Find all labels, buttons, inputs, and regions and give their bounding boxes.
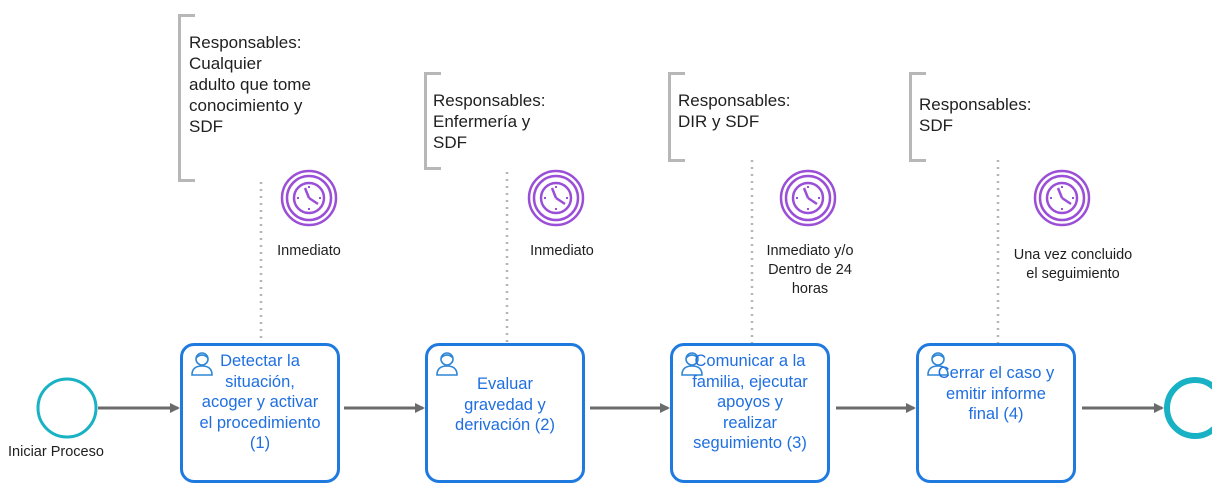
process-diagram (36, 160, 1212, 439)
responsables-annotation-4: Responsables: SDF (919, 95, 1032, 135)
responsables-annotation-2: Responsables: Enfermería y SDF (433, 91, 546, 152)
responsables-annotation-3: Responsables: DIR y SDF (678, 91, 791, 131)
task-1[interactable]: Detectar la situación, acoger y activar … (180, 343, 340, 483)
annotation-bracket-4 (909, 72, 926, 162)
timer-label-1: Inmediato (277, 243, 341, 259)
clock-icon (791, 181, 825, 215)
timer-event-1[interactable] (280, 169, 338, 227)
end-event[interactable] (1164, 377, 1212, 439)
task-label-2: Evaluar gravedad y derivación (2) (455, 375, 555, 434)
task-label-1: Detectar la situación, acoger y activar … (199, 352, 321, 452)
timer-label-4: Una vez concluido el seguimiento (1013, 247, 1133, 282)
timer-event-2[interactable] (527, 169, 585, 227)
annotation-bracket-3 (668, 72, 685, 162)
start-event[interactable] (36, 377, 98, 439)
user-icon (681, 352, 703, 376)
clock-icon (539, 181, 573, 215)
task-4[interactable]: Cerrar el caso y emitir informe final (4… (916, 343, 1076, 483)
clock-icon (292, 181, 326, 215)
timer-event-3[interactable] (779, 169, 837, 227)
task-label-3: Comunicar a la familia, ejecutar apoyos … (692, 352, 808, 452)
user-icon (927, 352, 949, 376)
annotation-bracket-2 (424, 72, 441, 170)
task-label-4: Cerrar el caso y emitir informe final (4… (937, 364, 1055, 423)
timer-event-4[interactable] (1033, 169, 1091, 227)
annotation-bracket-1 (178, 14, 195, 182)
user-icon (436, 352, 458, 376)
responsables-annotation-1: Responsables: Cualquier adulto que tome … (189, 33, 311, 136)
timer-label-3: Inmediato y/o Dentro de 24 horas (766, 243, 854, 297)
start-event-label: Iniciar Proceso (8, 444, 104, 460)
task-2[interactable]: Evaluar gravedad y derivación (2) (425, 343, 585, 483)
timer-label-2: Inmediato (530, 243, 594, 259)
clock-icon (1045, 181, 1079, 215)
user-icon (191, 352, 213, 376)
task-3[interactable]: Comunicar a la familia, ejecutar apoyos … (670, 343, 830, 483)
